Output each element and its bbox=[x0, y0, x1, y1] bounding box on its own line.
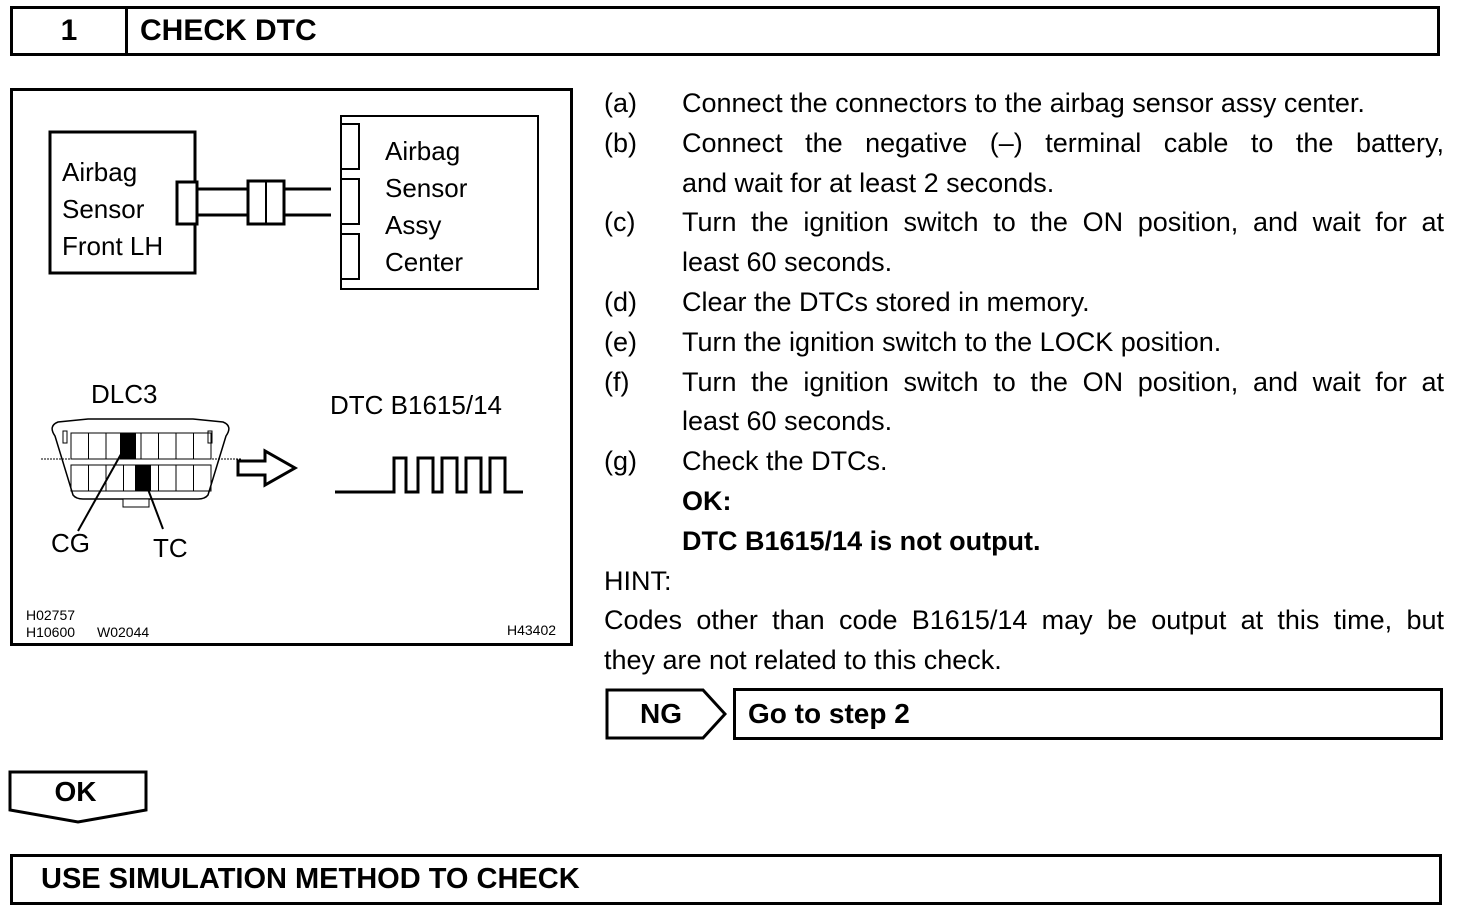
ok-result-condition: DTC B1615/14 is not output. bbox=[682, 525, 1041, 556]
ref-code: H10600 bbox=[26, 624, 76, 640]
signal-label: DTC B1615/14 bbox=[330, 390, 502, 420]
step-header: 1 CHECK DTC bbox=[10, 6, 1440, 56]
figure-drawing bbox=[41, 115, 539, 532]
step-title: CHECK DTC bbox=[140, 14, 317, 47]
hint-text: Codes other than code B1615/14 may be ou… bbox=[604, 605, 1444, 636]
dlc3-pin bbox=[193, 432, 212, 460]
instructions: (a) Connect the connectors to the airbag… bbox=[604, 84, 1444, 681]
dlc3-connector bbox=[41, 418, 241, 532]
cg-terminal-label: CG bbox=[51, 528, 90, 558]
ref-code: W02044 bbox=[97, 624, 150, 640]
tc-pin bbox=[135, 465, 151, 491]
cg-leader bbox=[77, 446, 126, 532]
cg-pin bbox=[120, 433, 136, 459]
ok-result-label: OK: bbox=[682, 485, 732, 516]
center-sensor-label: Airbag Sensor Assy Center bbox=[385, 136, 468, 277]
instruction-item: (c) Turn the ignition switch to the ON p… bbox=[604, 207, 1444, 238]
dlc3-label: DLC3 bbox=[91, 379, 158, 409]
arrow-icon bbox=[236, 448, 299, 488]
ng-tag-shape bbox=[605, 688, 727, 740]
center-connector-2 bbox=[340, 178, 360, 225]
center-connector-1 bbox=[340, 123, 360, 170]
ref-code: H43402 bbox=[507, 622, 557, 638]
hint-text: they are not related to this check. bbox=[604, 645, 1002, 676]
hint-label: HINT: bbox=[604, 565, 672, 596]
instruction-item: (d) Clear the DTCs stored in memory. bbox=[604, 286, 1090, 317]
front-sensor-label: Airbag Sensor Front LH bbox=[62, 157, 164, 261]
wiring-figure: Airbag Sensor Front LH Airbag Sensor Ass… bbox=[10, 88, 573, 646]
center-connector-3 bbox=[340, 233, 360, 280]
ref-code: H02757 bbox=[26, 607, 76, 623]
instruction-item: (f) Turn the ignition switch to the ON p… bbox=[604, 366, 1444, 397]
ok-label: OK bbox=[54, 776, 97, 807]
instruction-item: (b) Connect the negative (–) terminal ca… bbox=[604, 127, 1444, 158]
ok-tag-shape bbox=[8, 770, 148, 824]
instruction-item: (e) Turn the ignition switch to the LOCK… bbox=[604, 326, 1222, 357]
ng-label: NG bbox=[640, 698, 682, 729]
next-step-header: USE SIMULATION METHOD TO CHECK bbox=[10, 854, 1442, 905]
ok-branch-tag[interactable]: OK bbox=[8, 770, 150, 824]
goto-step-button[interactable]: Go to step 2 bbox=[733, 688, 1443, 740]
instruction-item: (a) Connect the connectors to the airbag… bbox=[604, 88, 1365, 118]
step-number: 1 bbox=[13, 9, 128, 53]
tc-terminal-label: TC bbox=[153, 533, 188, 563]
dtc-pulse-waveform bbox=[335, 456, 523, 494]
tc-leader bbox=[145, 483, 164, 530]
front-sensor-connector bbox=[175, 180, 199, 226]
dlc3-pin bbox=[193, 464, 212, 492]
instruction-item: (g) Check the DTCs. bbox=[604, 446, 888, 477]
ng-branch-tag[interactable]: NG bbox=[605, 688, 727, 740]
